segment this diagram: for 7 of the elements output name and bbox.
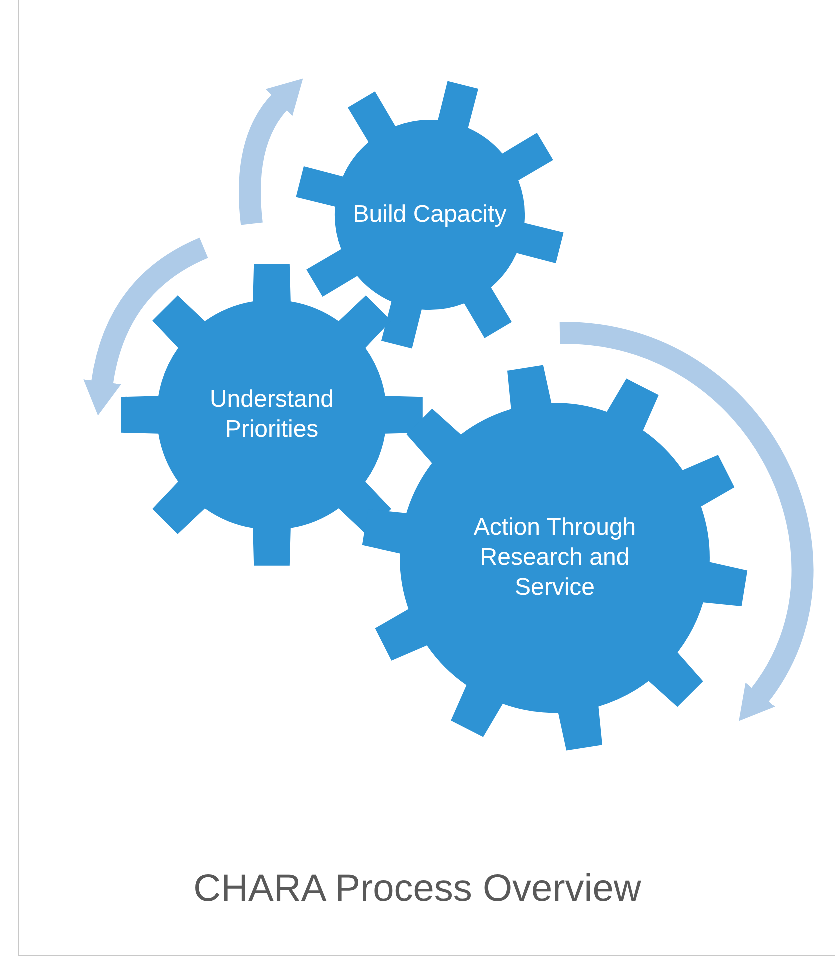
gear-label: Understand Priorities — [208, 385, 336, 445]
gear-shape — [295, 80, 565, 350]
gear-label: Build Capacity — [352, 200, 508, 230]
diagram-title: CHARA Process Overview — [192, 868, 642, 911]
gear-label: Action Through Research and Service — [472, 513, 638, 603]
gear-shape — [120, 263, 424, 567]
gear-shape — [362, 365, 748, 751]
